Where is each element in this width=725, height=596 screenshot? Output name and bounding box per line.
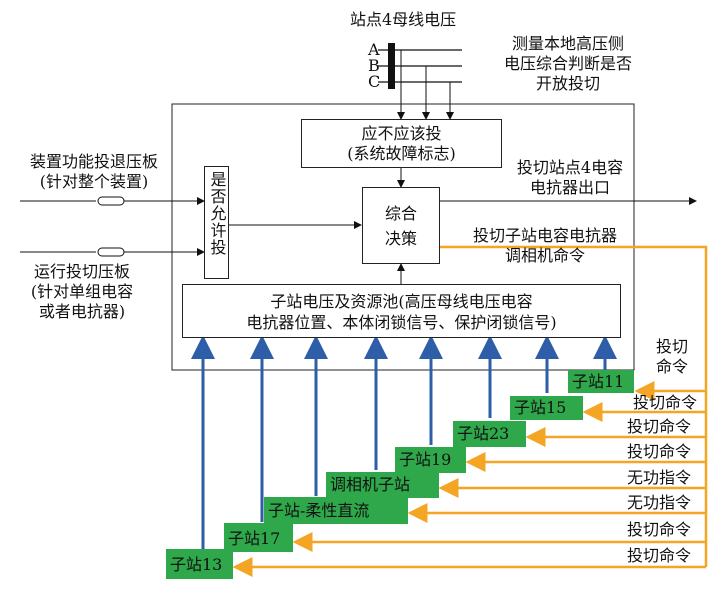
- substation-13: 子站13: [166, 549, 233, 579]
- substation-flexible-dc: 子站-柔性直流: [264, 497, 408, 524]
- fault-flag-box: 应不应该投 (系统故障标志): [301, 119, 502, 168]
- output-sub-label: 投切子站电容电抗器 调相机命令: [472, 226, 617, 265]
- command-label-11: 投切 命令: [655, 337, 688, 376]
- command-label-19: 投切命令: [627, 442, 692, 461]
- command-label-23: 投切命令: [627, 417, 692, 436]
- bus-title: 站点4母线电压: [350, 10, 457, 29]
- bus-label-b: B: [368, 56, 380, 75]
- device-frame: [171, 103, 635, 371]
- output-top-label: 投切站点4电容 电抗器出口: [516, 158, 624, 197]
- bus-label-c: C: [368, 72, 381, 91]
- substation-11: 子站11: [568, 370, 634, 393]
- device-plate-switch: [97, 196, 125, 206]
- resource-pool-box: 子站电压及资源池(高压母线电压电容 电抗器位置、本体闭锁信号、保护闭锁信号): [182, 284, 621, 338]
- run-plate-label: 运行投切压板 (针对单组电容 或者电抗器): [30, 262, 134, 321]
- command-label-15: 投切命令: [633, 393, 698, 412]
- substation-23: 子站23: [453, 421, 526, 447]
- command-label-condenser: 无功指令: [627, 468, 692, 487]
- command-label-flexible-dc: 无功指令: [627, 493, 692, 512]
- run-plate-switch: [97, 247, 125, 257]
- allow-box: 是否允许投: [204, 166, 229, 279]
- bus-marker: [388, 43, 395, 89]
- command-label-13: 投切命令: [627, 546, 692, 565]
- substation-19: 子站19: [395, 447, 466, 473]
- bus-label-a: A: [368, 40, 380, 59]
- signal-lines: [191, 335, 617, 549]
- command-lines: [232, 245, 708, 577]
- command-label-17: 投切命令: [627, 520, 692, 539]
- decision-box: 综合 决策: [362, 187, 440, 264]
- substation-condenser: 调相机子站: [326, 472, 439, 498]
- substation-15: 子站15: [510, 396, 583, 420]
- substation-17: 子站17: [224, 523, 293, 552]
- device-plate-label: 装置功能投退压板 (针对整个装置): [29, 152, 158, 191]
- measure-note: 测量本地高压侧 电压综合判断是否 开放投切: [503, 34, 632, 93]
